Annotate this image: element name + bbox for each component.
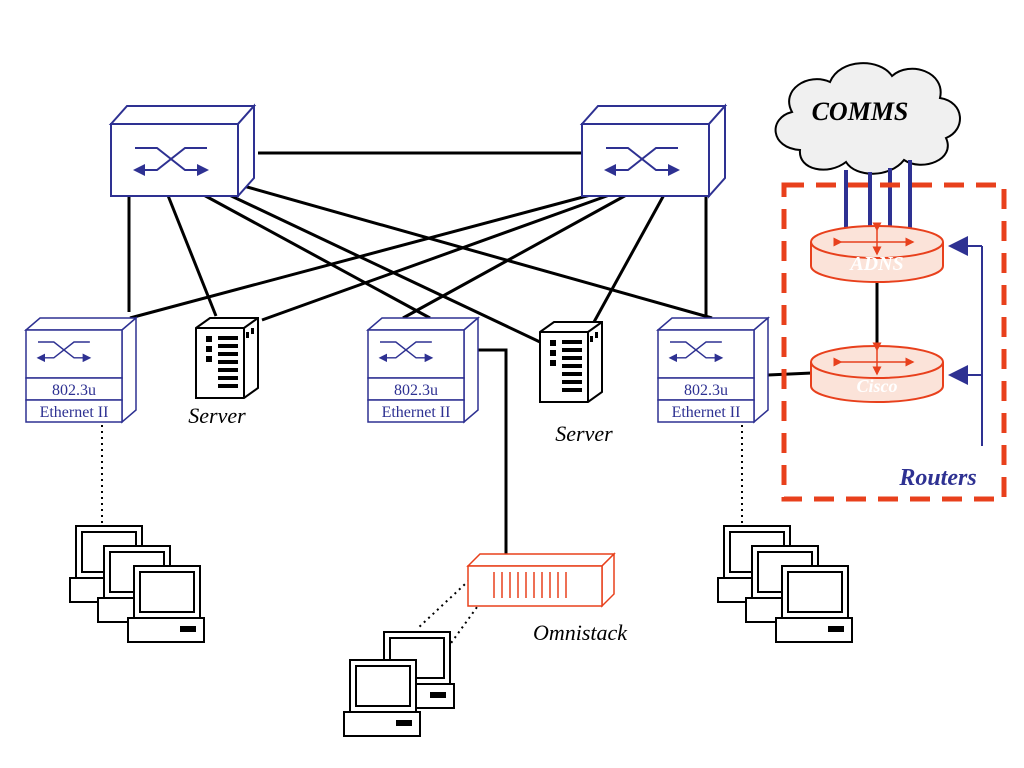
- link-core-left-edge-right: [239, 183, 713, 320]
- omnistack-hub: Omnistack: [466, 552, 628, 645]
- routers-pointer: [948, 236, 983, 446]
- link-core-right-server-left: [261, 191, 616, 322]
- link-core-left-server-right: [224, 191, 541, 344]
- link-core-right-edge-middle: [402, 191, 631, 320]
- network-links: [127, 151, 879, 562]
- router-cisco-label: Cisco: [856, 376, 897, 396]
- link-edge-middle-omnistack: [468, 348, 508, 562]
- link-core-left-server-left: [165, 192, 218, 317]
- router-cisco: Cisco: [811, 346, 943, 402]
- pc-group-middle: [343, 631, 455, 737]
- pc-group-left: [69, 525, 205, 643]
- router-adns: ADNS: [811, 226, 943, 282]
- cloud-adns-links: [844, 160, 912, 228]
- server-left-label: Server: [188, 403, 246, 428]
- omnistack-label: Omnistack: [533, 620, 628, 645]
- cloud-label: COMMS: [812, 97, 909, 126]
- routers-label: Routers: [898, 465, 976, 491]
- core-switch-left: [108, 103, 257, 199]
- edge-switch-left-line1: 802.3u: [52, 382, 96, 399]
- server-right-label: Server: [555, 421, 613, 446]
- edge-switch-right-line1: 802.3u: [684, 382, 728, 399]
- edge-switch-left: 802.3u Ethernet II: [23, 316, 139, 424]
- edge-switch-left-line2: Ethernet II: [40, 404, 109, 421]
- pc-group-right: [717, 525, 853, 643]
- server-right: Server: [539, 321, 613, 446]
- routers-boundary: [781, 182, 1007, 502]
- server-left: Server: [188, 317, 259, 428]
- router-adns-label: ADNS: [848, 253, 903, 275]
- edge-switch-right-line2: Ethernet II: [672, 404, 741, 421]
- link-edge-right-cisco: [767, 371, 813, 377]
- edge-switch-right: 802.3u Ethernet II: [655, 316, 771, 424]
- edge-switch-middle: 802.3u Ethernet II: [365, 316, 481, 424]
- core-switch-right: [579, 103, 728, 199]
- edge-switch-middle-line2: Ethernet II: [382, 404, 451, 421]
- link-core-right-server-right: [592, 192, 667, 323]
- edge-switch-middle-line1: 802.3u: [394, 382, 438, 399]
- link-core-right-edge-left: [129, 191, 599, 320]
- link-core-left-edge-middle: [199, 191, 431, 320]
- comms-cloud: COMMS: [774, 62, 961, 175]
